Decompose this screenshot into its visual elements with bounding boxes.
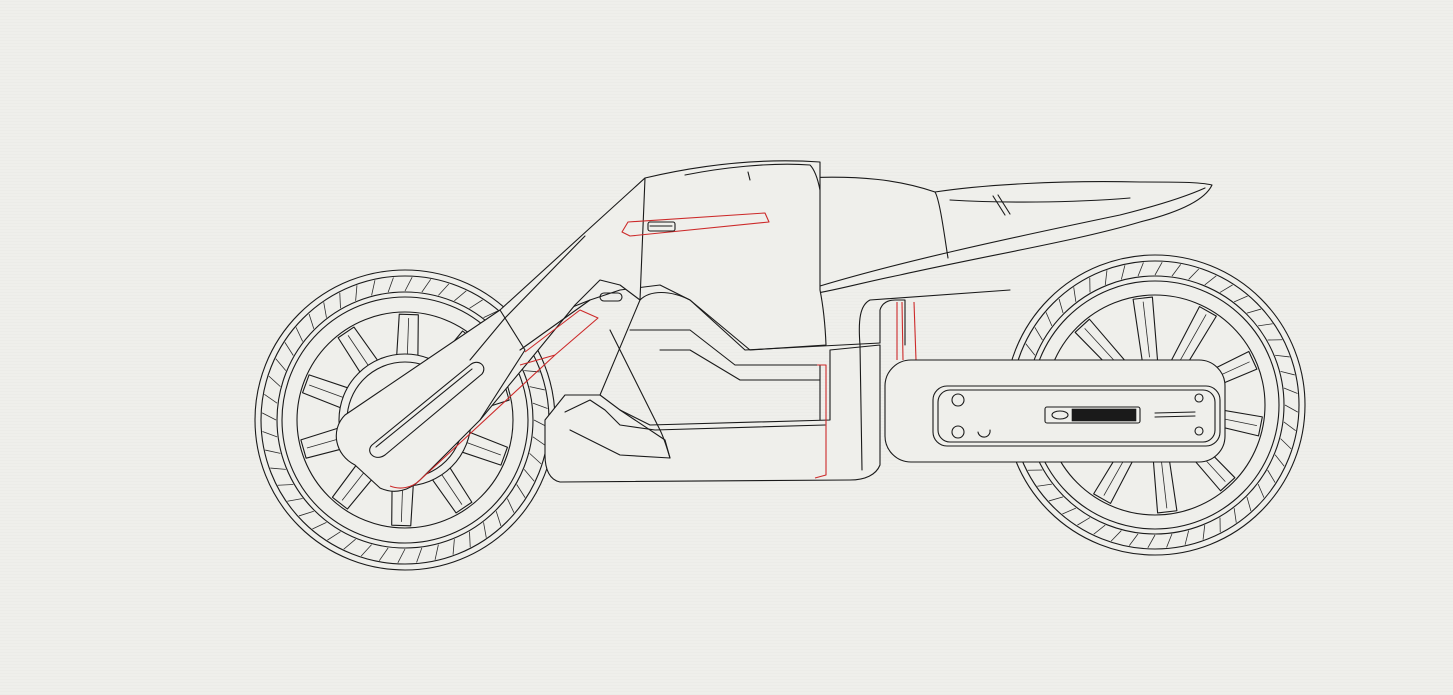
tread-mark — [1120, 265, 1126, 280]
tread-mark — [1233, 508, 1237, 523]
spoke-ridge — [309, 384, 344, 398]
front-fork — [335, 177, 770, 492]
tread-mark — [1147, 534, 1156, 549]
tread-mark — [421, 279, 432, 293]
tread-mark — [1166, 533, 1173, 548]
tread-mark — [1062, 507, 1077, 515]
tread-mark — [1110, 530, 1122, 542]
tread-mark — [1284, 404, 1299, 413]
swingarm — [884, 359, 1226, 463]
tread-mark — [1246, 308, 1262, 314]
tread-mark — [469, 531, 471, 548]
tread-mark — [506, 498, 515, 513]
tread-mark — [1280, 438, 1292, 450]
tread-mark — [1267, 469, 1276, 483]
tread-mark — [1280, 370, 1295, 376]
frame-body — [509, 160, 1011, 483]
tread-mark — [1204, 275, 1217, 286]
tread-mark — [1275, 354, 1290, 358]
spoke-ridge — [400, 485, 404, 522]
tread-mark — [1077, 517, 1091, 526]
tread-mark — [265, 449, 281, 454]
tread-mark — [1137, 262, 1144, 277]
tread-mark — [516, 484, 526, 498]
tread-mark — [1073, 287, 1077, 302]
tread-mark — [1104, 270, 1108, 285]
tread-mark — [1188, 268, 1200, 280]
tread-mark — [327, 531, 341, 541]
tread-mark — [404, 276, 413, 292]
tread-mark — [343, 538, 356, 550]
badge-slot — [1044, 406, 1141, 424]
tread-mark — [339, 292, 341, 309]
tread-mark — [264, 393, 278, 404]
tread-mark — [275, 358, 287, 371]
spoke-ridge — [406, 318, 410, 355]
tread-mark — [416, 547, 423, 563]
tread-mark — [532, 402, 548, 409]
tread-mark — [261, 412, 277, 421]
tread-mark — [1274, 454, 1285, 467]
spoke-ridge — [466, 442, 501, 456]
tread-mark — [1258, 323, 1273, 327]
spoke-ridge — [347, 335, 369, 366]
tread-mark — [452, 539, 455, 555]
tread-mark — [1233, 295, 1248, 303]
tread-mark — [483, 310, 498, 319]
tread-mark — [1171, 264, 1182, 277]
tread-mark — [268, 375, 281, 387]
tread-mark — [287, 498, 303, 502]
tread-mark — [1093, 524, 1106, 535]
tread-mark — [1037, 483, 1052, 487]
spoke-ridge — [341, 471, 365, 501]
tread-mark — [277, 484, 294, 486]
tread-mark — [1257, 483, 1265, 498]
tread-mark — [1058, 298, 1064, 314]
rear-tire-tread — [1011, 261, 1299, 549]
tread-mark — [1283, 387, 1298, 394]
tread-mark — [483, 522, 487, 538]
tread-mark — [523, 469, 535, 482]
tread-mark — [284, 342, 294, 356]
tread-mark — [454, 290, 467, 302]
tread-mark — [371, 280, 376, 296]
tread-mark — [295, 327, 304, 342]
tread-mark — [355, 285, 358, 301]
tread-mark — [438, 283, 450, 296]
spoke-ridge — [1178, 314, 1207, 364]
tread-mark — [1154, 261, 1163, 276]
tread-mark — [323, 302, 327, 318]
tread-mark — [312, 521, 327, 530]
tread-mark — [532, 436, 546, 447]
tread-mark — [1202, 525, 1206, 540]
tread-mark — [1048, 496, 1064, 502]
tread-mark — [469, 299, 483, 309]
tread-mark — [1034, 327, 1043, 341]
spoke-ridge — [306, 437, 342, 449]
tread-mark — [1283, 421, 1296, 432]
tread-mark — [262, 431, 278, 438]
tread-mark — [1246, 496, 1252, 512]
tread-mark — [529, 453, 542, 465]
tread-mark — [1184, 530, 1190, 545]
tread-mark — [1219, 284, 1233, 293]
tread-mark — [378, 547, 389, 561]
tread-mark — [387, 277, 394, 293]
tread-mark — [298, 510, 314, 517]
tread-mark — [495, 511, 502, 527]
tread-mark — [1025, 343, 1036, 356]
tread-mark — [308, 313, 315, 329]
tread-mark — [1045, 312, 1053, 327]
tread-mark — [360, 544, 372, 557]
tread-mark — [1128, 533, 1139, 546]
spoke-ridge — [441, 474, 463, 505]
tread-mark — [397, 548, 406, 564]
tread-mark — [529, 386, 545, 391]
tread-mark — [270, 467, 286, 470]
seat — [799, 176, 1213, 296]
tread-mark — [434, 544, 439, 560]
spoke-ridge — [1142, 301, 1150, 358]
